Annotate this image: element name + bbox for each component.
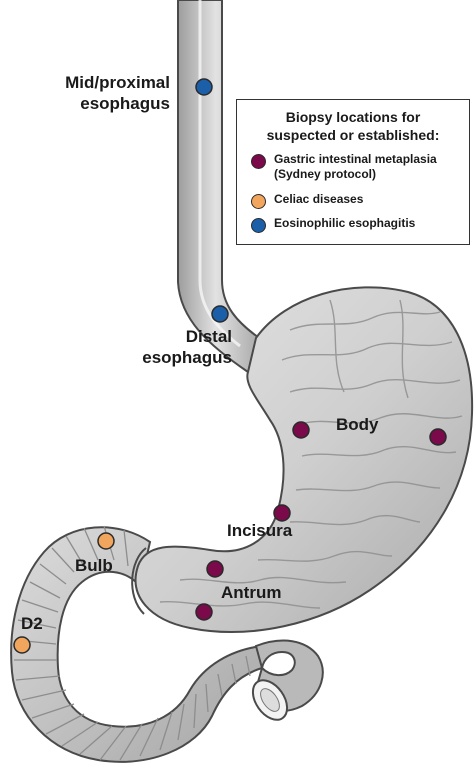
label-mid-proximal-esophagus: Mid/proximal esophagus bbox=[65, 73, 170, 113]
legend-item-celiac: Celiac diseases bbox=[251, 192, 363, 209]
celiac-marker-d2 bbox=[13, 636, 31, 654]
eoe-marker-mid-proximal bbox=[195, 78, 213, 96]
legend-label-gim: Gastric intestinal metaplasia (Sydney pr… bbox=[274, 152, 437, 181]
stomach bbox=[131, 286, 474, 633]
legend-item-gim: Gastric intestinal metaplasia (Sydney pr… bbox=[251, 152, 437, 182]
label-bulb: Bulb bbox=[75, 556, 113, 575]
biopsy-markers bbox=[13, 78, 447, 654]
gim-marker-incisura bbox=[273, 504, 291, 522]
label-distal-esophagus: Distal esophagus bbox=[142, 327, 232, 367]
gim-marker-body-lesser bbox=[292, 421, 310, 439]
label-incisura: Incisura bbox=[227, 521, 293, 540]
label-d2: D2 bbox=[21, 614, 43, 633]
eoe-marker-distal bbox=[211, 305, 229, 323]
legend-dot-eoe bbox=[251, 218, 266, 233]
gim-marker-antrum-upper bbox=[206, 560, 224, 578]
legend-label-celiac: Celiac diseases bbox=[274, 192, 364, 206]
label-antrum: Antrum bbox=[221, 583, 282, 602]
legend-box: Biopsy locations for suspected or establ… bbox=[236, 99, 470, 245]
gim-marker-body-greater bbox=[429, 428, 447, 446]
celiac-marker-bulb bbox=[97, 532, 115, 550]
legend-dot-celiac bbox=[251, 194, 266, 209]
gim-marker-antrum-lower bbox=[195, 603, 213, 621]
legend-item-eoe: Eosinophilic esophagitis bbox=[251, 216, 415, 233]
legend-dot-gim bbox=[251, 154, 266, 169]
label-body: Body bbox=[336, 415, 379, 434]
legend-label-eoe: Eosinophilic esophagitis bbox=[274, 216, 416, 230]
legend-title: Biopsy locations for suspected or establ… bbox=[266, 109, 440, 143]
duodenum bbox=[10, 525, 324, 763]
